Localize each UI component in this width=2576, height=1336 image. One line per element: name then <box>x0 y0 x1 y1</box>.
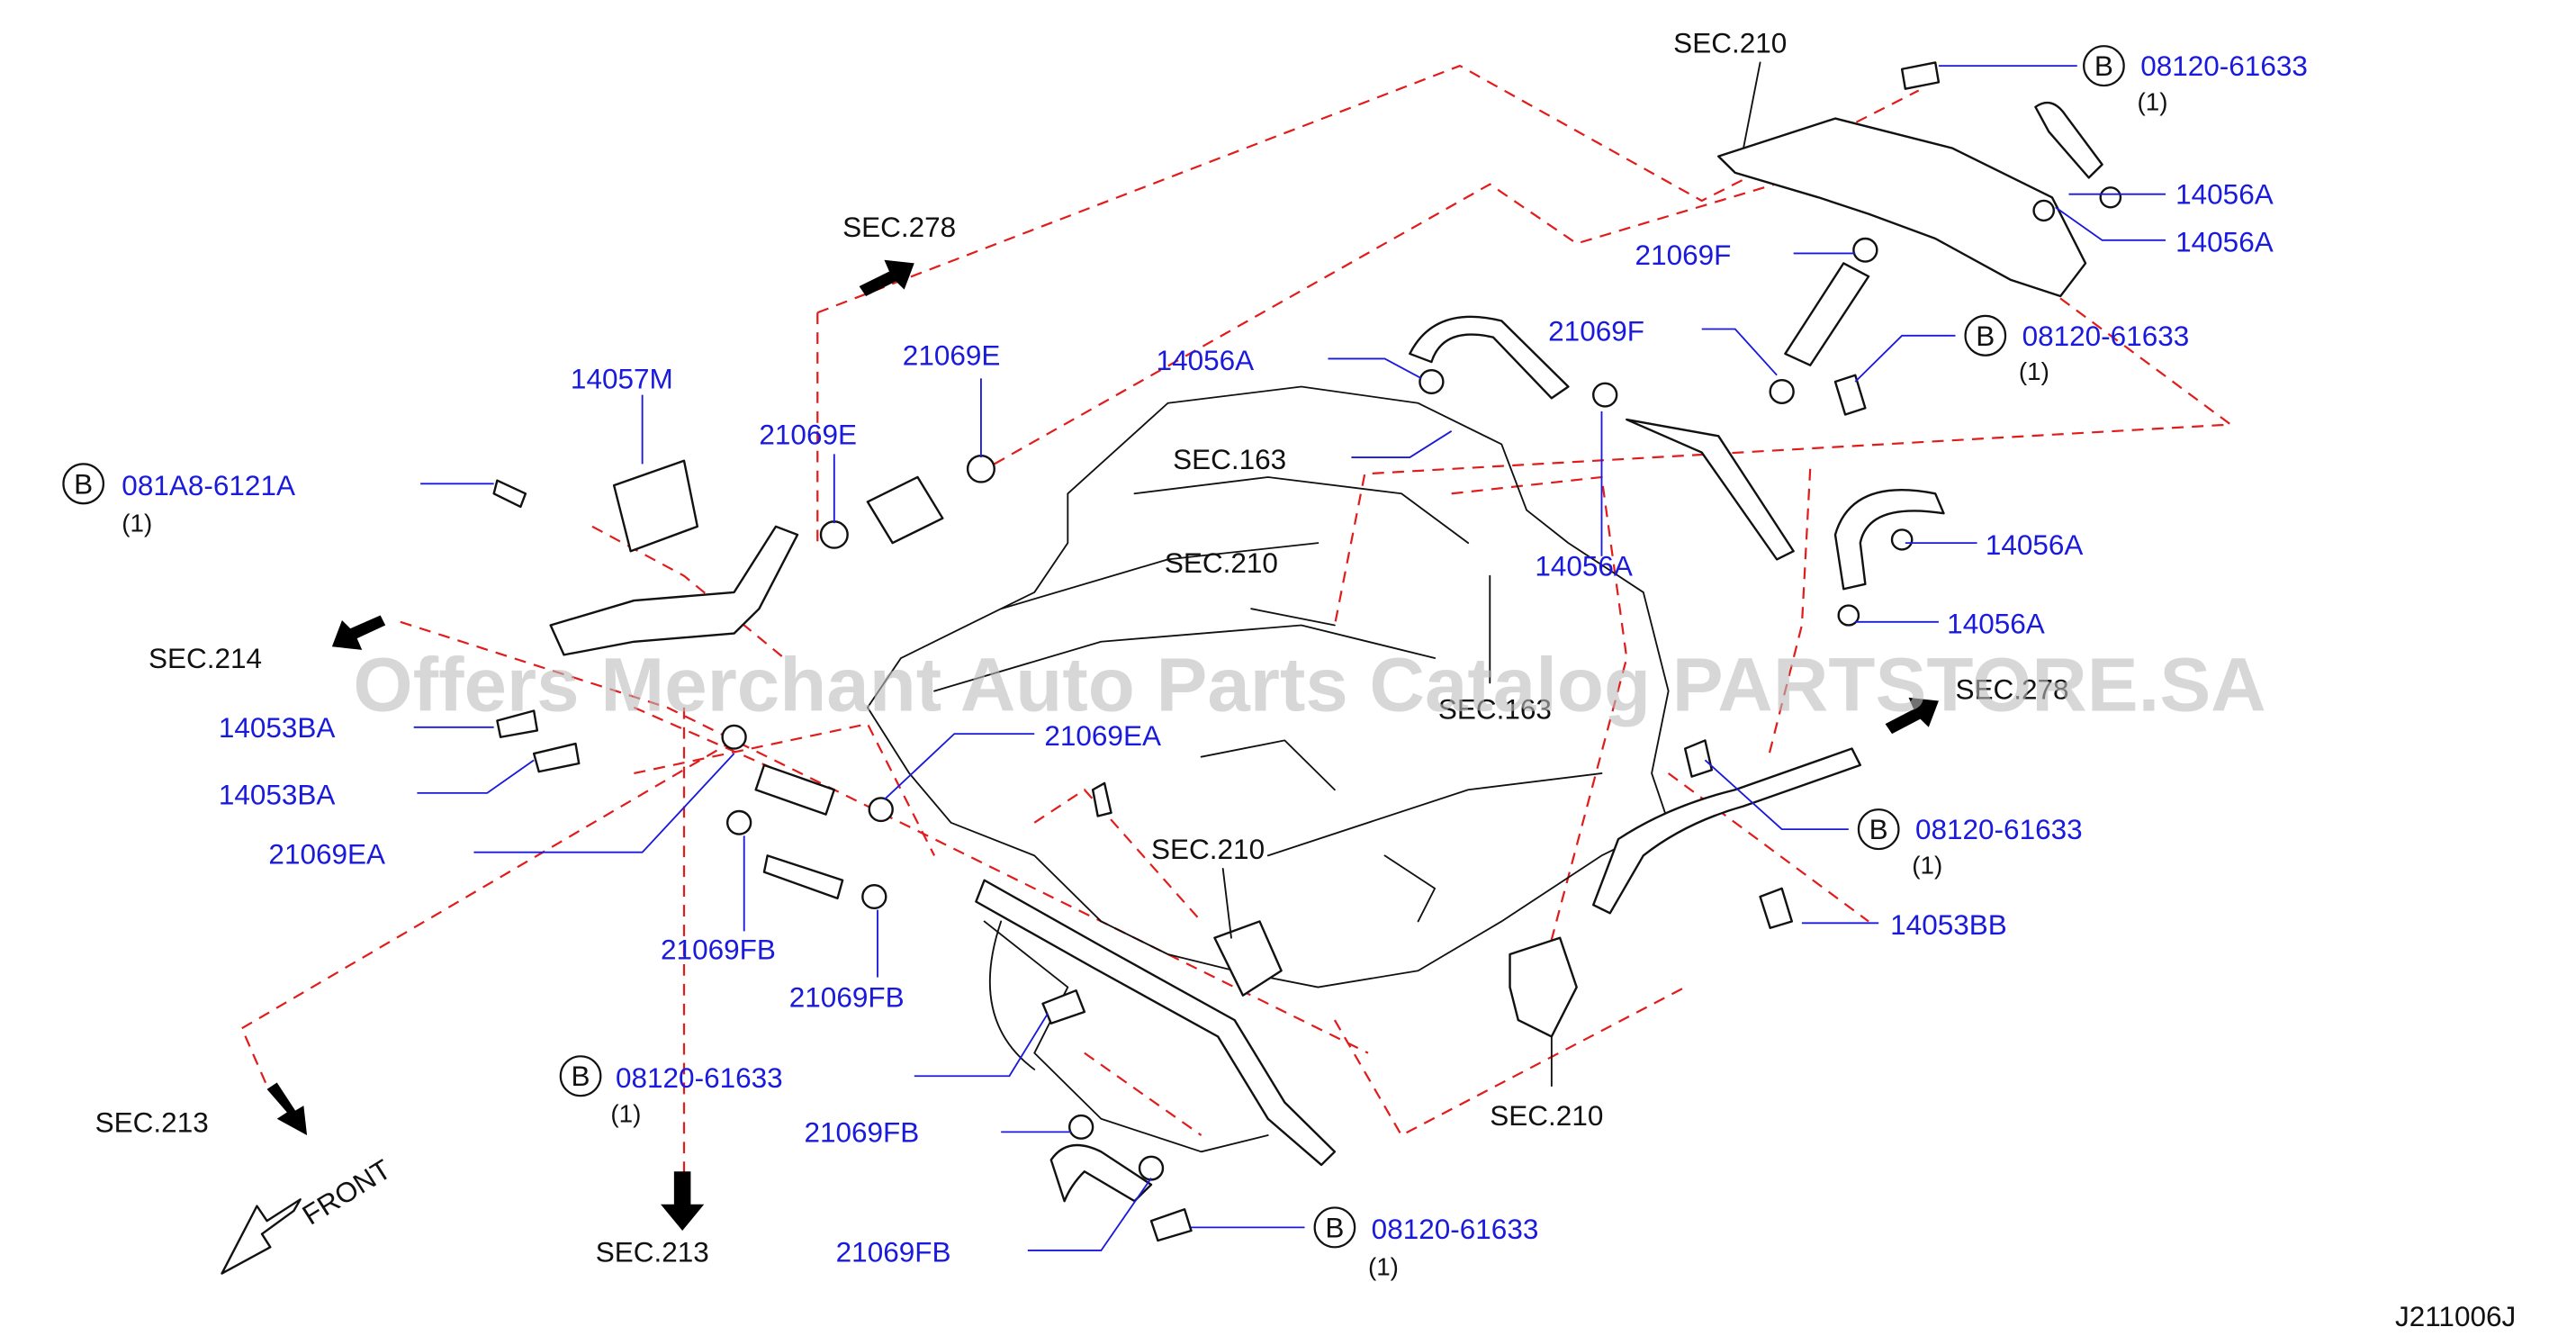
sec-ref: SEC.213 <box>596 1237 709 1268</box>
svg-text:B: B <box>1976 320 1995 352</box>
part-label[interactable]: 21069F <box>1635 239 1732 271</box>
part-label[interactable]: 14056A <box>1535 551 1633 582</box>
front-arrow-icon <box>221 1198 302 1275</box>
part-label[interactable]: 21069FB <box>836 1237 951 1268</box>
bolt-b-circle: B <box>1964 314 2007 357</box>
sec-ref: SEC.278 <box>1955 674 2068 706</box>
sec-ref: SEC.213 <box>95 1107 209 1139</box>
arrow-sec213-bottom <box>661 1171 705 1232</box>
part-label[interactable]: 08120-61633 <box>2022 320 2190 352</box>
sec-ref: SEC.214 <box>149 643 262 674</box>
arrow-sec278-top <box>859 259 914 296</box>
svg-text:B: B <box>2094 50 2113 82</box>
part-label[interactable]: 14056A <box>2175 227 2274 258</box>
watermark: Offers Merchant Auto Parts Catalog PARTS… <box>353 642 2265 727</box>
sec-ref: SEC.210 <box>1151 834 1265 865</box>
bolt-b-circle: B <box>1313 1206 1356 1249</box>
sec-ref: SEC.278 <box>842 212 956 243</box>
sec-ref: SEC.163 <box>1173 444 1286 475</box>
svg-text:B: B <box>1869 814 1888 845</box>
part-label[interactable]: 14053BA <box>219 712 336 744</box>
part-label[interactable]: 14053BB <box>1890 909 2007 941</box>
qty-note: (1) <box>122 509 152 537</box>
part-label[interactable]: 21069FB <box>661 934 776 966</box>
quantity-markers: (1) (1) (1) (1) (1) (1) <box>122 88 2167 1281</box>
diagram-code: J211006J <box>2395 1301 2516 1332</box>
svg-text:B: B <box>1325 1213 1344 1244</box>
qty-note: (1) <box>2019 357 2049 385</box>
arrow-sec213-left <box>266 1082 308 1136</box>
direction-arrows <box>221 259 1939 1275</box>
part-label[interactable]: 14056A <box>1986 529 2084 561</box>
section-references: SEC.210 SEC.278 SEC.163 SEC.210 SEC.214 … <box>95 28 2069 1268</box>
part-label[interactable]: 14056A <box>2175 179 2274 211</box>
part-label[interactable]: 08120-61633 <box>1915 814 2083 845</box>
part-label[interactable]: 14056A <box>1157 345 1255 376</box>
bolt-b-circle: B <box>62 463 105 505</box>
svg-text:B: B <box>572 1061 590 1092</box>
bolt-b-circle: B <box>1857 808 1900 851</box>
part-label[interactable]: 14057M <box>571 364 673 395</box>
part-label[interactable]: 14053BA <box>219 780 336 811</box>
sec-ref: SEC.210 <box>1490 1100 1603 1132</box>
qty-note: (1) <box>2137 88 2167 116</box>
part-label[interactable]: 21069FB <box>789 982 905 1014</box>
hoses-and-components <box>492 61 2122 1242</box>
bolt-b-circle: B <box>559 1055 602 1097</box>
part-label[interactable]: 21069E <box>759 420 857 451</box>
part-label[interactable]: 081A8-6121A <box>122 470 295 501</box>
front-label: FRONT <box>297 1153 397 1231</box>
bolt-callouts: B B B B B B <box>62 45 2125 1249</box>
qty-note: (1) <box>610 1100 641 1128</box>
bolt-b-circle: B <box>2083 45 2125 87</box>
sec-ref: SEC.210 <box>1673 28 1787 59</box>
sec-ref: SEC.210 <box>1165 547 1278 579</box>
qty-note: (1) <box>1912 852 1942 880</box>
sec-ref: SEC.163 <box>1438 694 1552 726</box>
part-numbers: 08120-61633 14056A 14056A 21069F 21069F … <box>122 50 2308 1268</box>
part-label[interactable]: 21069F <box>1548 316 1644 348</box>
svg-text:B: B <box>74 468 93 500</box>
part-label[interactable]: 08120-61633 <box>2140 50 2308 82</box>
part-label[interactable]: 21069E <box>903 340 1001 372</box>
part-label[interactable]: 14056A <box>1947 609 2045 640</box>
leader-lines <box>413 61 2166 1251</box>
qty-note: (1) <box>1368 1253 1399 1281</box>
engine-block <box>866 385 1670 1153</box>
part-label[interactable]: 21069EA <box>1044 720 1161 752</box>
part-label[interactable]: 21069EA <box>268 839 385 871</box>
arrow-sec214 <box>331 615 386 650</box>
part-label[interactable]: 08120-61633 <box>1372 1214 1539 1245</box>
part-label[interactable]: 08120-61633 <box>616 1062 783 1094</box>
arrow-sec278-right <box>1885 697 1939 735</box>
part-label[interactable]: 21069FB <box>804 1117 919 1149</box>
